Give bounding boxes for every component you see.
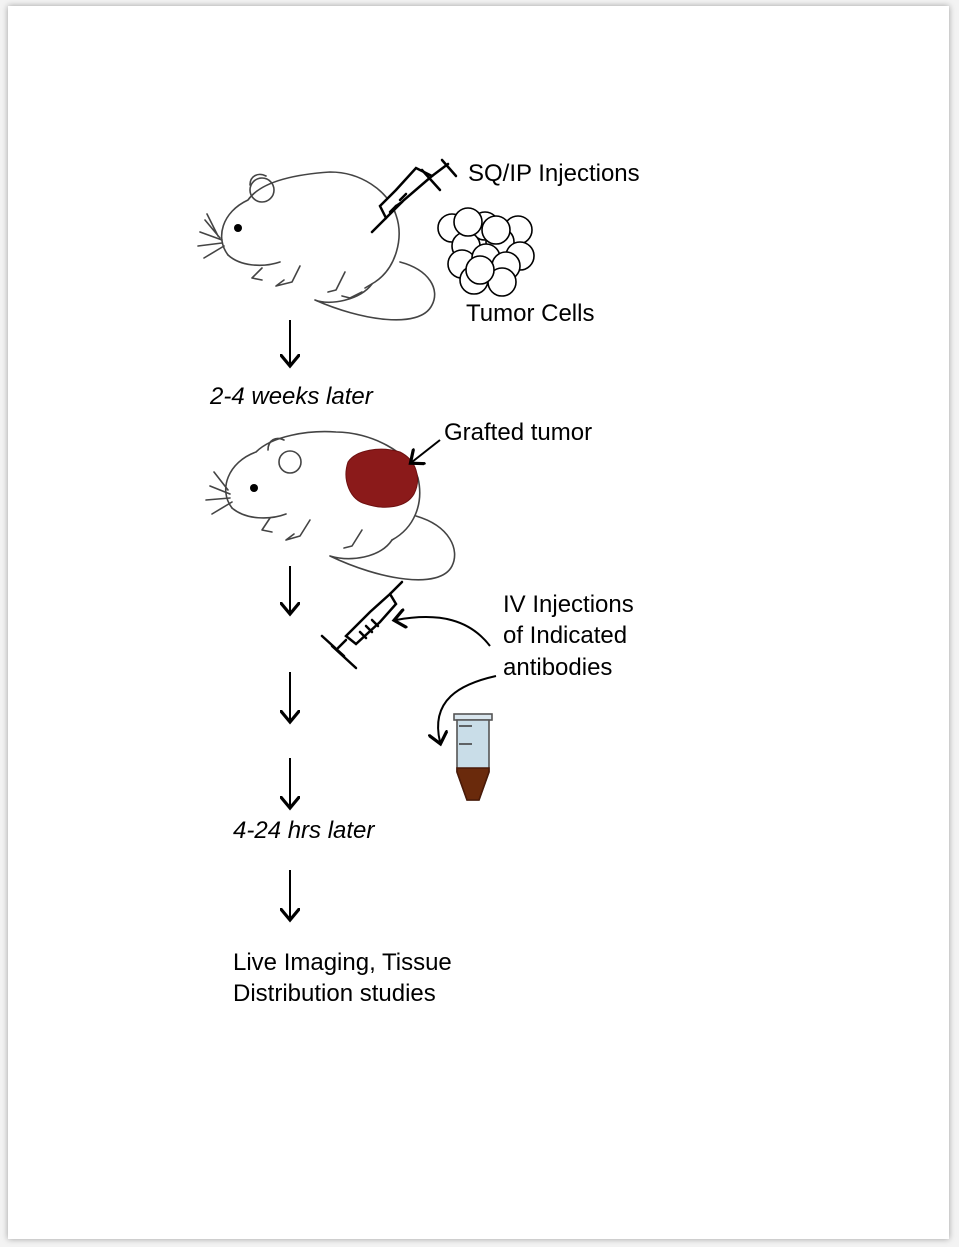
final-step-label-line1: Live Imaging, Tissue bbox=[233, 949, 452, 976]
page-frame bbox=[8, 6, 949, 1239]
mouse-illustration-middle bbox=[205, 430, 456, 581]
iv-injection-arrow bbox=[396, 617, 491, 647]
collection-arrow bbox=[438, 675, 497, 742]
syringe-middle-icon bbox=[320, 580, 404, 670]
mouse-illustration-top bbox=[197, 171, 436, 321]
grafted-tumor-shape bbox=[345, 448, 418, 508]
weeks-later-label: 2-4 weeks later bbox=[210, 383, 373, 410]
iv-injections-label-line1: IV Injections bbox=[503, 591, 634, 618]
final-step-label-line2: Distribution studies bbox=[233, 980, 436, 1007]
iv-injections-label-line3: antibodies bbox=[503, 654, 613, 681]
hrs-later-label: 4-24 hrs later bbox=[233, 817, 375, 844]
grafted-tumor-label: Grafted tumor bbox=[444, 419, 593, 446]
grafted-tumor-arrow bbox=[412, 439, 441, 462]
tumor-cells-icon bbox=[437, 207, 535, 297]
syringe-top-icon bbox=[370, 158, 458, 234]
collection-tube-icon bbox=[453, 713, 493, 801]
tumor-cells-label: Tumor Cells bbox=[466, 300, 595, 327]
iv-injections-label-line2: of Indicated bbox=[503, 622, 628, 649]
sq-ip-injections-label: SQ/IP Injections bbox=[468, 160, 640, 187]
